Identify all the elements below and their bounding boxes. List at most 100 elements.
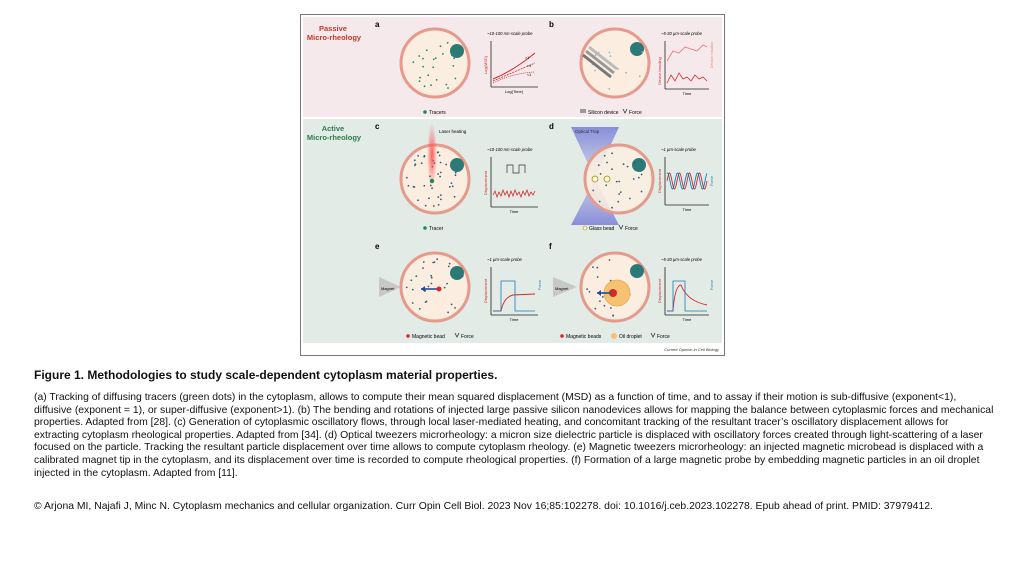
panel-f: f Magnet ~5-30 µm-scale probe Displaceme… [549,242,714,340]
panel-d-glass-bead [591,175,599,183]
panel-a: a ~10-100 nm-scale probe >1 =1 <1 Log(MS… [375,20,538,116]
cytoplasm-particle [592,266,594,268]
panel-d-particles [592,152,643,209]
panel-b-trace-bending [666,72,708,84]
cytoplasm-particle [439,194,442,197]
panel-a-curve-sub [492,71,536,84]
cytoplasm-particle [422,261,425,263]
cytoplasm-particle [599,300,601,302]
cytoplasm-particle [453,195,456,198]
panel-c-trace [492,188,536,199]
cytoplasm-particle [437,204,440,206]
cytoplasm-particle [413,159,416,162]
cytoplasm-particle [460,51,463,53]
cytoplasm-particle [439,175,441,178]
panel-c-callout: Laser heating [439,129,467,134]
cytoplasm-particle [411,288,414,291]
cytoplasm-particle [609,307,612,309]
cytoplasm-particle [412,61,415,64]
cytoplasm-particle [608,259,611,261]
panel-b-trace-rotation [666,44,708,62]
panel-d-trace-force [666,172,708,190]
cytoplasm-particle [415,275,418,278]
panel-c-plot: Displacement Time [483,157,538,214]
cytoplasm-particle [423,184,426,187]
cytoplasm-particle [447,265,450,268]
cytoplasm-particle [405,286,408,289]
panel-d-legend-bead: Glass bead [589,226,615,232]
cytoplasm-particle [638,75,641,78]
cytoplasm-particle [417,155,420,157]
cytoplasm-particle [432,66,435,69]
panel-e-cell [399,251,471,323]
cytoplasm-particle [438,154,441,157]
panel-b-legend-force-icon [622,108,628,114]
panel-e-ylabel: Displacement [483,278,488,303]
cytoplasm-particle [418,308,421,310]
cytoplasm-particle [410,279,413,282]
cytoplasm-particle [422,65,424,68]
panel-b-silicon-device [582,45,618,79]
panel-b-ylabel2: Device rotation [709,42,714,69]
panel-e-legend-bead: Magnetic bead [412,334,445,340]
cytoplasm-particle [615,180,618,183]
panel-d-ylabel: Displacement [657,168,662,193]
panel-c-nucleus [450,158,464,172]
cytoplasm-particle [603,304,606,307]
cytoplasm-particle [419,76,421,79]
active-section-bg [303,119,722,343]
cytoplasm-particle [447,87,449,89]
panel-d-probe-label: ~1 µm-scale probe [661,147,697,152]
cytoplasm-particle [439,161,442,164]
panel-a-tracers [412,42,463,89]
cytoplasm-particle [430,274,433,277]
cytoplasm-particle [445,163,448,166]
cytoplasm-particle [611,206,613,209]
panel-f-trace-displacement [667,284,708,312]
cytoplasm-particle [450,303,453,306]
cytoplasm-particle [586,288,588,290]
caption-title: Figure 1. Methodologies to study scale-d… [34,368,498,382]
section-passive-line1: Passive [319,24,347,33]
panel-d-legend-force: Force [625,226,638,232]
cytoplasm-particle [598,200,601,203]
panel-c: c Laser heating ~10-100 nm-scale probe D… [375,122,538,232]
figure-credit: Current Opinion in Cell Biology [664,347,720,352]
panel-a-ylabel: Log(MSD) [483,55,488,74]
cytoplasm-particle [427,74,430,77]
panel-e-probe-label: ~1 µm-scale probe [487,257,523,262]
cytoplasm-particle [430,276,433,279]
cytoplasm-particle [640,190,643,193]
panel-b-xlabel: Time [683,91,693,96]
panel-b-legend-device: Silicon device [588,110,619,116]
panel-d-xlabel: Time [683,207,693,212]
cytoplasm-particle [446,42,449,44]
panel-a-cell [399,27,471,99]
figure-illustration: Passive Micro-rheology Active Micro-rheo… [303,17,722,352]
panel-e-legend-force-icon [454,332,460,338]
panel-a-legend-dot [423,110,427,114]
cytoplasm-particle [599,173,602,175]
cytoplasm-particle [448,262,451,265]
cytoplasm-particle [461,275,464,278]
panel-e: e Magnet ~1 µm-scale probe Displacement … [375,242,542,340]
cytoplasm-particle [641,51,644,53]
cytoplasm-particle [618,180,621,183]
cytoplasm-particle [430,282,433,285]
section-passive-line2: Micro-rheology [307,33,362,42]
panel-f-legend-oil: Oil droplet [619,334,642,340]
cytoplasm-particle [625,71,627,74]
cytoplasm-particle [629,197,631,200]
panel-e-xlabel: Time [510,317,520,322]
cytoplasm-particle [413,186,416,188]
citation: © Arjona MI, Najafi J, Minc N. Cytoplasm… [34,501,933,512]
cytoplasm-particle [425,300,428,303]
panel-f-magnetic-beads [609,289,617,297]
cytoplasm-particle [452,65,455,67]
cytoplasm-particle [594,54,597,57]
cytoplasm-particle [626,165,629,168]
cytoplasm-particle [447,311,449,314]
cytoplasm-particle [417,199,419,202]
panel-e-letter: e [375,242,380,251]
cytoplasm-particle [425,49,428,52]
